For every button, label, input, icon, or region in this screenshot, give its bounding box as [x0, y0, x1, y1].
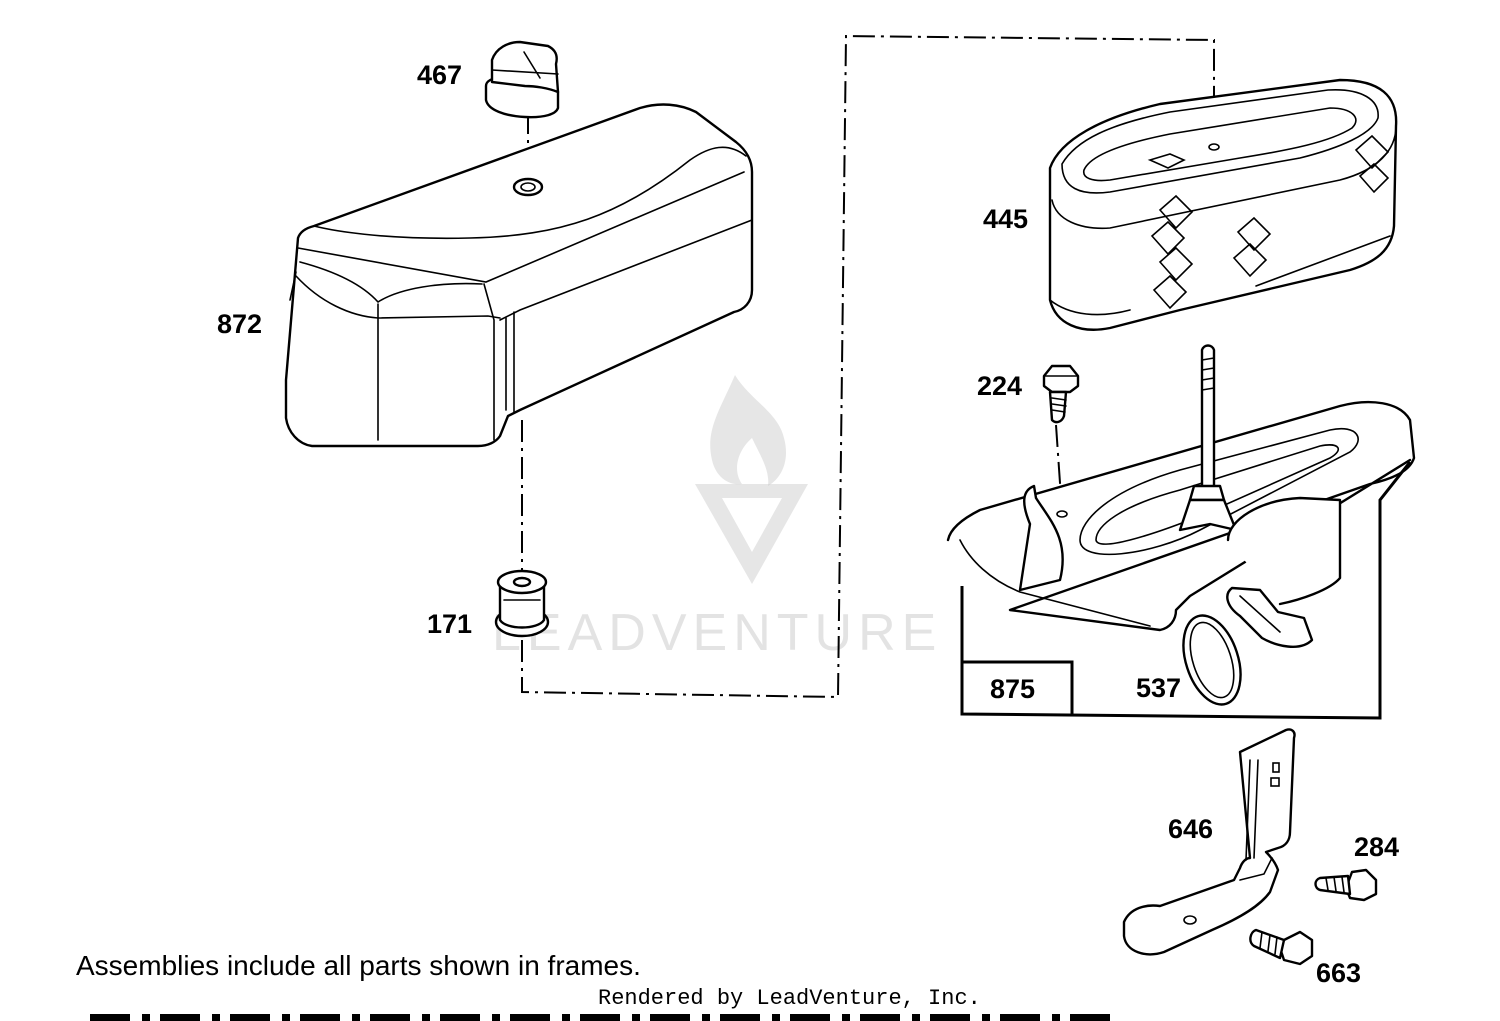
- label-frame: [962, 660, 1074, 714]
- assembly-frame: [960, 461, 1412, 720]
- part-171-grommet[interactable]: [494, 569, 550, 638]
- part-labels: 467 872 171 445 224 875 537 646 284 663: [217, 60, 1399, 988]
- watermark: LEADVENTURE: [492, 375, 942, 662]
- flame-logo-icon: [710, 375, 787, 486]
- label-445: 445: [983, 204, 1028, 234]
- part-467-knob[interactable]: [484, 40, 560, 119]
- part-646-bracket[interactable]: [1122, 728, 1296, 956]
- part-445-filter[interactable]: [1048, 78, 1398, 331]
- v-logo-icon: [695, 484, 808, 584]
- part-663-screw[interactable]: [1249, 928, 1314, 966]
- render-credit: Rendered by LeadVenture, Inc.: [598, 986, 981, 1011]
- label-224: 224: [977, 371, 1022, 401]
- part-875-base-assembly[interactable]: [946, 344, 1416, 720]
- part-872-cover[interactable]: [284, 103, 754, 448]
- label-875: 875: [990, 674, 1035, 704]
- label-872: 872: [217, 309, 262, 339]
- watermark-text: LEADVENTURE: [492, 604, 942, 662]
- cover-body: [284, 103, 754, 448]
- assemblies-footnote: Assemblies include all parts shown in fr…: [76, 950, 641, 981]
- housing: [1226, 496, 1342, 606]
- part-284-screw[interactable]: [1314, 868, 1378, 902]
- label-646: 646: [1168, 814, 1213, 844]
- label-171: 171: [427, 609, 472, 639]
- part-224-bolt[interactable]: [1042, 364, 1080, 424]
- base-tray: [946, 400, 1416, 632]
- label-284: 284: [1354, 832, 1399, 862]
- label-537: 537: [1136, 673, 1181, 703]
- label-467: 467: [417, 60, 462, 90]
- cutoff-title-strip: [90, 1014, 1120, 1021]
- main-loop-line: [521, 34, 1215, 699]
- bolt-to-base-line: [1055, 424, 1063, 513]
- part-537-gasket: [1182, 614, 1242, 706]
- filter-pattern: [1150, 134, 1390, 310]
- label-663: 663: [1316, 958, 1361, 988]
- stud: [1200, 344, 1216, 490]
